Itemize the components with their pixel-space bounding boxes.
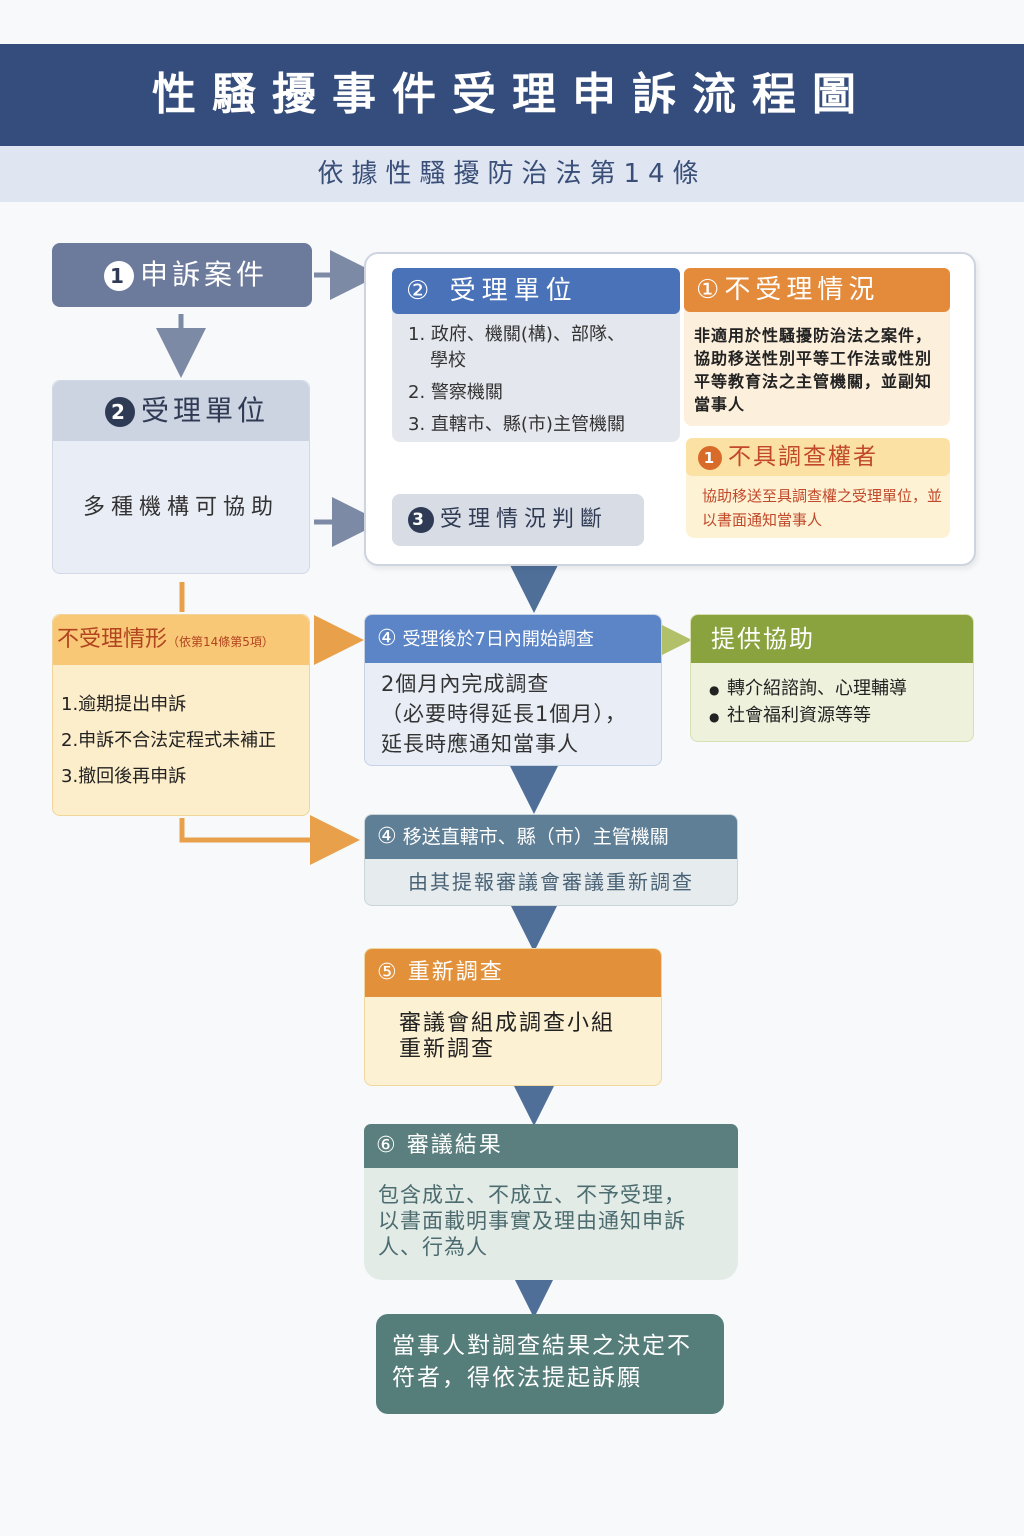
list-item: 3.撤回後再申訴 (61, 766, 187, 787)
subtitle-bar (0, 146, 1024, 202)
reinvestigate-header: ⑤ 重新調查 (365, 949, 661, 997)
body-line: 人、行為人 (378, 1235, 488, 1259)
investigate-body: 2個月內完成調查 （必要時得延長1個月）， 延長時應通知當事人 (365, 663, 661, 759)
body-line: 當事人對調查結果之決定不 (392, 1333, 692, 1359)
not-accept-body: 非適用於性騷擾防治法之案件，協助移送性別平等工作法或性別平等教育法之主管機關，並… (694, 326, 933, 414)
number-badge: 3 (408, 507, 434, 533)
assist-list: 轉介紹諮詢、心理輔導 社會福利資源等等 (691, 675, 973, 731)
list-item: 社會福利資源等等 (709, 702, 973, 731)
result-box: ⑥ 審議結果 包含成立、不成立、不予受理， 以書面載明事實及理由通知申訴 人、行… (364, 1124, 738, 1280)
transfer-body: 由其提報審議會審議重新調查 (408, 870, 694, 894)
not-accept-label: 不受理情況 (724, 275, 880, 305)
number-badge: ④ (377, 626, 397, 651)
number-badge: ② (406, 276, 436, 306)
body-line: 重新調查 (399, 1037, 496, 1062)
transfer-label: 移送直轄市、縣（市）主管機關 (402, 826, 669, 848)
panel-unit-label: 受理單位 (449, 276, 578, 306)
investigate-label: 受理後於7日內開始調查 (402, 629, 594, 650)
list-item: 1.逾期提出申訴 (61, 694, 187, 715)
rejection-list: 1.逾期提出申訴 2.申訴不合法定程式未補正 3.撤回後再申訴 (53, 665, 309, 795)
result-header: ⑥ 審議結果 (364, 1124, 738, 1168)
no-authority-label: 不具調查權者 (728, 444, 878, 470)
list-item: 1. 政府、機關(構)、部隊、 (408, 324, 625, 345)
list-item: 轉介紹諮詢、心理輔導 (709, 675, 973, 704)
page-subtitle: 依據性騷擾防治法第14條 (317, 159, 707, 189)
list-item: 學校 (430, 350, 466, 371)
number-badge: ① (696, 275, 725, 305)
body-line: （必要時得延長1個月）， (381, 702, 627, 726)
reinvestigate-box: ⑤ 重新調查 審議會組成調查小組 重新調查 (364, 948, 662, 1086)
number-badge: ④ (377, 824, 397, 849)
panel-unit-box: ② 受理單位 1. 政府、機關(構)、部隊、 學校 2. 警察機關 3. 直轄市… (392, 268, 680, 442)
number-badge: ⑤ (377, 960, 399, 985)
body-line: 以書面載明事實及理由通知申訴 (378, 1209, 686, 1233)
body-line: 延長時應通知當事人 (381, 732, 579, 756)
judge-label: 受理情況判斷 (440, 507, 609, 532)
arrow-rejection-to-transfer (179, 815, 360, 865)
body-line: 包含成立、不成立、不予受理， (378, 1183, 686, 1207)
title-bar (0, 44, 1024, 146)
list-item: 2. 警察機關 (408, 382, 503, 403)
transfer-header: ④ 移送直轄市、縣（市）主管機關 (365, 815, 737, 859)
body-line: 2個月內完成調查 (381, 672, 550, 696)
not-accept-header: ①不受理情況 (684, 268, 950, 312)
investigate-box: ④ 受理後於7日內開始調查 2個月內完成調查 （必要時得延長1個月）， 延長時應… (364, 614, 662, 766)
number-badge: 1 (104, 261, 134, 291)
panel-unit-list: 1. 政府、機關(構)、部隊、 學校 2. 警察機關 3. 直轄市、縣(市)主管… (392, 314, 680, 438)
result-body: 包含成立、不成立、不予受理， 以書面載明事實及理由通知申訴 人、行為人 (364, 1168, 738, 1260)
appeal-box: 當事人對調查結果之決定不 符者，得依法提起訴願 (376, 1314, 724, 1414)
number-badge: 2 (105, 397, 135, 427)
number-badge: 1 (698, 445, 722, 470)
rejection-title: 不受理情形 (57, 627, 168, 652)
number-badge: ⑥ (376, 1133, 398, 1158)
rejection-note: （依第14條第5項） (167, 635, 274, 649)
body-line: 符者，得依法提起訴願 (392, 1365, 642, 1391)
assist-header: 提供協助 (691, 615, 973, 663)
result-label: 審議結果 (406, 1133, 503, 1158)
no-authority-body: 協助移送至具調查權之受理單位，並以書面通知當事人 (702, 487, 943, 529)
not-accept-box: ①不受理情況 非適用於性騷擾防治法之案件，協助移送性別平等工作法或性別平等教育法… (684, 268, 950, 426)
list-item: 3. 直轄市、縣(市)主管機關 (408, 414, 625, 435)
complaint-label: 申訴案件 (140, 258, 269, 291)
unit-body: 多種機構可協助 (82, 495, 279, 520)
investigate-header: ④ 受理後於7日內開始調查 (365, 615, 661, 663)
list-item: 2.申訴不合法定程式未補正 (61, 730, 277, 751)
assist-box: 提供協助 轉介紹諮詢、心理輔導 社會福利資源等等 (690, 614, 974, 742)
unit-label: 受理單位 (141, 394, 270, 427)
page-title: 性騷擾事件受理申訴流程圖 (152, 69, 872, 120)
reinvestigate-label: 重新調查 (407, 960, 504, 985)
transfer-box: ④ 移送直轄市、縣（市）主管機關 由其提報審議會審議重新調查 (364, 814, 738, 906)
rejection-box: 不受理情形（依第14條第5項） 1.逾期提出申訴 2.申訴不合法定程式未補正 3… (52, 614, 310, 816)
reinvestigate-body: 審議會組成調查小組 重新調查 (365, 997, 661, 1063)
panel-unit-header: ② 受理單位 (392, 268, 680, 314)
body-line: 審議會組成調查小組 (399, 1011, 616, 1036)
rejection-header: 不受理情形（依第14條第5項） (53, 615, 309, 665)
